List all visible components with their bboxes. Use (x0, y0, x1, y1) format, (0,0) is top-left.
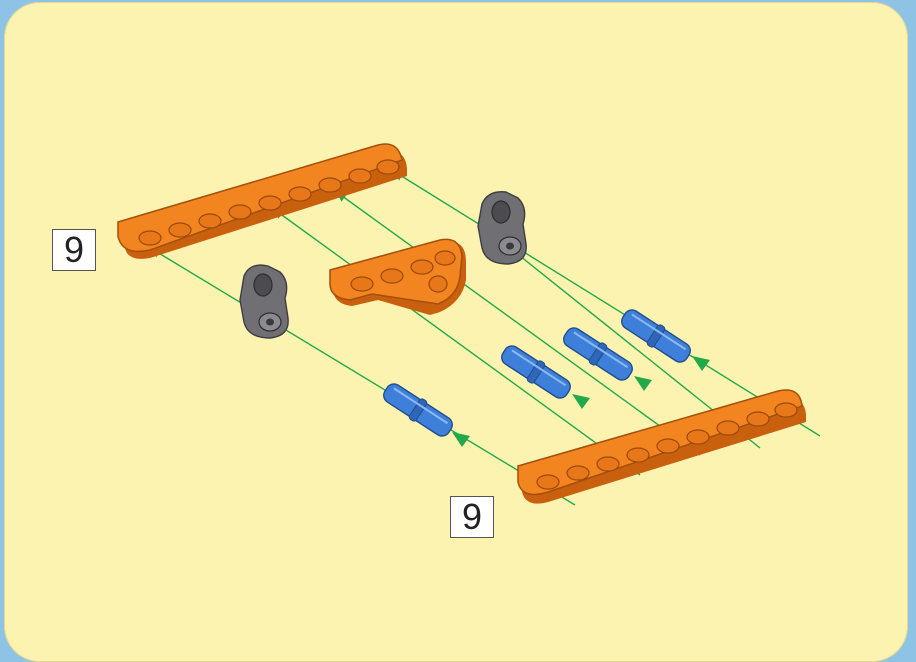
guide-lines (150, 170, 821, 506)
direction-arrows (452, 356, 710, 447)
assembly-diagram (117, 143, 821, 506)
part-count-label-bottom: 9 (450, 496, 494, 538)
long-beam-top (117, 143, 407, 259)
short-beam (329, 238, 466, 315)
pin-1 (383, 383, 453, 437)
part-count-label-top: 9 (52, 229, 96, 271)
guide-line-3 (336, 191, 701, 456)
guide-line-2 (273, 208, 641, 476)
pin-3 (563, 327, 633, 381)
instruction-panel (4, 2, 908, 662)
long-beam-bottom (517, 389, 806, 504)
connector-right (477, 191, 527, 265)
connector-left (239, 264, 289, 339)
guide-line-4 (393, 170, 821, 437)
pin-4 (621, 309, 691, 363)
guide-line-1 (150, 247, 576, 506)
pin-2 (501, 345, 571, 399)
